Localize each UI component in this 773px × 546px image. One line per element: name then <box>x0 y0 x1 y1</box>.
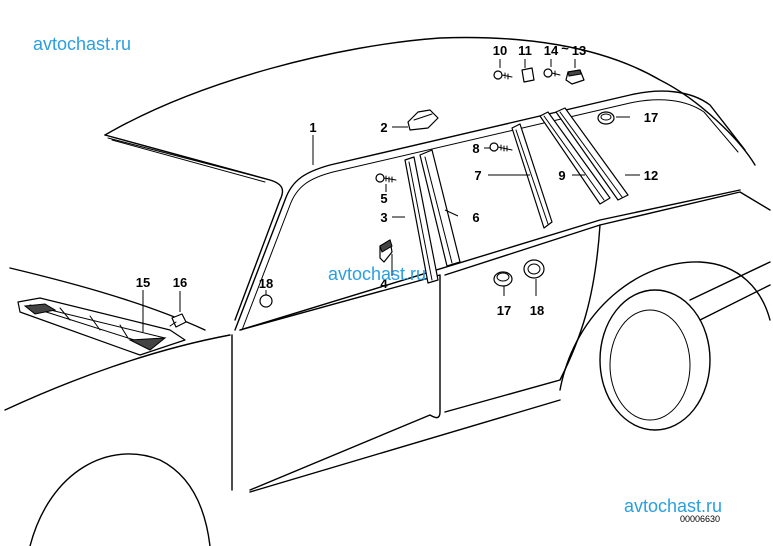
window-frame-molding <box>234 90 746 331</box>
callout-5: 5 <box>380 191 387 206</box>
callout-6: 6 <box>472 210 479 225</box>
plug-17-bottom <box>493 271 513 287</box>
callout-13: 13 <box>572 43 586 58</box>
pillar-trims <box>404 149 461 284</box>
callout-7: 7 <box>474 168 481 183</box>
callout-3: 3 <box>380 210 387 225</box>
clip-2 <box>407 109 439 131</box>
pillar-trim-6 <box>419 149 461 267</box>
grommet-18-bottom <box>523 259 545 279</box>
pillar-trim-3 <box>404 156 439 284</box>
callout-14: 14 <box>544 43 559 58</box>
rear-wheel <box>599 289 711 431</box>
callout-17-bottom: 17 <box>497 303 511 318</box>
bracket-4 <box>379 239 393 263</box>
callout-16: 16 <box>173 275 187 290</box>
front-door <box>231 274 441 491</box>
rocker-sill <box>249 399 561 493</box>
callout-10: 10 <box>493 43 507 58</box>
rear-door <box>444 224 601 413</box>
clip-13 <box>565 69 585 85</box>
window-frame-inner <box>241 99 739 331</box>
callout-2: 2 <box>380 120 387 135</box>
rear-wheel-rim <box>609 309 691 421</box>
nut-11 <box>521 67 535 83</box>
screw-5 <box>375 173 397 183</box>
windshield-inner <box>111 139 266 183</box>
door-trim-7 <box>511 123 553 229</box>
front-wheel-arch <box>29 453 211 546</box>
rear-wheel-arch <box>559 261 771 391</box>
rear-quarter <box>599 191 771 321</box>
range-dash: ~ <box>561 41 569 56</box>
rear-trims <box>539 107 629 205</box>
watermark-bottom-right: avtochast.ru <box>624 496 722 516</box>
screw-10 <box>493 70 513 80</box>
callout-12: 12 <box>644 168 658 183</box>
windshield <box>104 134 284 321</box>
watermark-top-left: avtochast.ru <box>33 34 131 54</box>
callout-9: 9 <box>558 168 565 183</box>
leader-lines <box>142 59 640 332</box>
front-fender-line <box>4 334 231 411</box>
callout-8: 8 <box>472 141 479 156</box>
screw-8 <box>489 142 513 152</box>
callout-4: 4 <box>380 276 388 291</box>
belt-line <box>239 189 741 331</box>
roof-line <box>104 36 756 166</box>
callout-15: 15 <box>136 275 150 290</box>
callout-18-bottom: 18 <box>530 303 544 318</box>
clip-16 <box>169 313 187 328</box>
top-fasteners <box>493 67 585 85</box>
callout-1: 1 <box>309 120 316 135</box>
drawing-code: 00006630 <box>680 514 720 524</box>
car-body <box>4 36 771 546</box>
screw-14 <box>543 68 561 78</box>
callout-numbers: 1 2 3 4 5 6 7 8 9 10 11 12 13 14 ~ 15 16… <box>136 41 658 318</box>
watermark-center: avtochast.ru <box>328 264 426 284</box>
cowl-panel-part <box>17 297 186 356</box>
grommet-18-left <box>259 294 273 308</box>
callout-17-top: 17 <box>644 110 658 125</box>
callout-11: 11 <box>518 43 532 58</box>
callout-18-left: 18 <box>259 276 273 291</box>
